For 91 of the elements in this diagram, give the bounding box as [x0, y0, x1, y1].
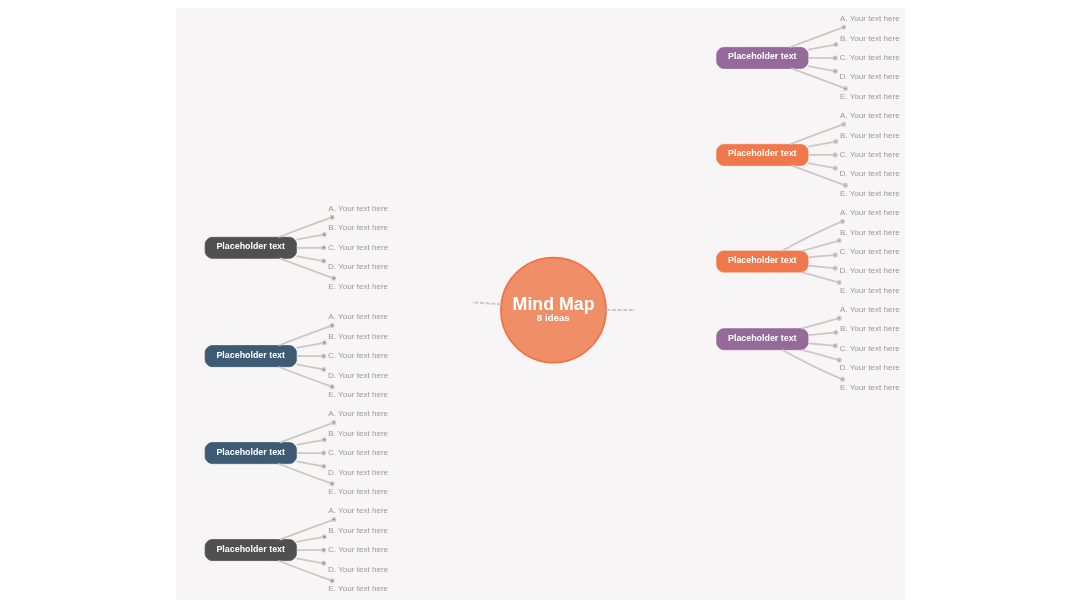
connector — [277, 214, 335, 239]
connector — [295, 534, 327, 543]
connector — [789, 67, 848, 91]
node-text: E. Your text here — [839, 188, 900, 198]
connector — [278, 517, 336, 541]
node-text: E. Your text here — [839, 285, 900, 295]
connector — [295, 363, 326, 372]
connector — [806, 55, 838, 61]
connector — [806, 65, 838, 74]
connector — [789, 164, 848, 188]
node-text: D. Your text here — [327, 262, 388, 272]
connector — [806, 264, 838, 271]
node-text: E. Your text here — [327, 486, 388, 496]
node-text: E. Your text here — [327, 389, 388, 399]
node-text: A. Your text here — [327, 312, 388, 322]
node-box: Placeholder text — [715, 47, 808, 69]
connector — [277, 365, 335, 390]
connector — [295, 437, 327, 446]
connector — [278, 420, 336, 444]
node-box: Placeholder text — [204, 442, 297, 464]
connector — [800, 348, 842, 363]
node-text: A. Your text here — [327, 506, 388, 516]
node-text: B. Your text here — [327, 223, 388, 233]
connector — [295, 255, 326, 264]
node-box: Placeholder text — [204, 345, 297, 368]
connector — [295, 231, 327, 241]
node-text: B. Your text here — [839, 227, 900, 237]
connector — [780, 348, 845, 382]
node-box: Placeholder text — [204, 236, 297, 259]
node-circle: Mind Map 8 ideas — [499, 256, 607, 364]
node-text: B. Your text here — [839, 324, 900, 334]
node-box: Placeholder text — [715, 144, 808, 166]
connector — [278, 257, 336, 281]
node-text: E. Your text here — [327, 583, 388, 593]
node-text: A. Your text here — [839, 14, 900, 24]
node-text: C. Your text here — [327, 448, 388, 458]
connector — [295, 547, 326, 553]
connector — [604, 309, 636, 312]
connector — [277, 462, 335, 487]
connector — [780, 218, 845, 252]
node-text: B. Your text here — [327, 331, 388, 341]
node-box: Placeholder text — [204, 539, 297, 561]
node-text: D. Your text here — [839, 266, 900, 276]
node-text: A. Your text here — [839, 111, 900, 121]
node-text: D. Your text here — [327, 370, 388, 380]
node-text: C. Your text here — [327, 351, 388, 361]
connector — [295, 557, 326, 566]
node-text: E. Your text here — [327, 281, 388, 291]
node-text: C. Your text here — [327, 545, 388, 555]
node-text: D. Your text here — [839, 363, 900, 373]
node-text: C. Your text here — [839, 246, 900, 256]
node-text: E. Your text here — [839, 91, 900, 101]
connector — [806, 252, 838, 259]
node-text: D. Your text here — [327, 564, 388, 574]
connector — [788, 24, 846, 49]
connector — [295, 450, 326, 456]
connector — [806, 139, 838, 148]
connector — [800, 271, 842, 286]
node-text: B. Your text here — [839, 130, 900, 140]
node-text: B. Your text here — [839, 33, 900, 43]
connector — [788, 121, 846, 146]
connector — [277, 559, 335, 584]
node-text: B. Your text here — [327, 428, 388, 438]
node-text: B. Your text here — [327, 525, 388, 535]
connector — [295, 460, 326, 469]
node-box: Placeholder text — [715, 328, 808, 351]
node-text: A. Your text here — [327, 204, 388, 214]
connector — [277, 323, 335, 347]
node-box: Placeholder text — [715, 250, 808, 273]
connector — [806, 42, 838, 51]
node-text: C. Your text here — [839, 52, 900, 62]
node-text: A. Your text here — [839, 208, 900, 218]
connector — [470, 301, 502, 306]
connector — [806, 162, 838, 171]
connector — [806, 152, 838, 158]
connector — [800, 315, 842, 330]
node-text: D. Your text here — [839, 72, 900, 82]
connector — [295, 340, 327, 349]
connector — [295, 245, 326, 251]
node-text: C. Your text here — [839, 149, 900, 159]
connector — [800, 238, 842, 252]
node-text: A. Your text here — [327, 409, 388, 419]
node-text: E. Your text here — [839, 382, 900, 392]
connector — [806, 342, 838, 349]
node-text: C. Your text here — [327, 242, 388, 252]
node-text: C. Your text here — [839, 343, 900, 353]
node-text: D. Your text here — [839, 169, 900, 179]
node-text: D. Your text here — [327, 467, 388, 477]
connector — [295, 353, 326, 359]
connector — [806, 329, 838, 336]
node-text: A. Your text here — [839, 305, 900, 315]
